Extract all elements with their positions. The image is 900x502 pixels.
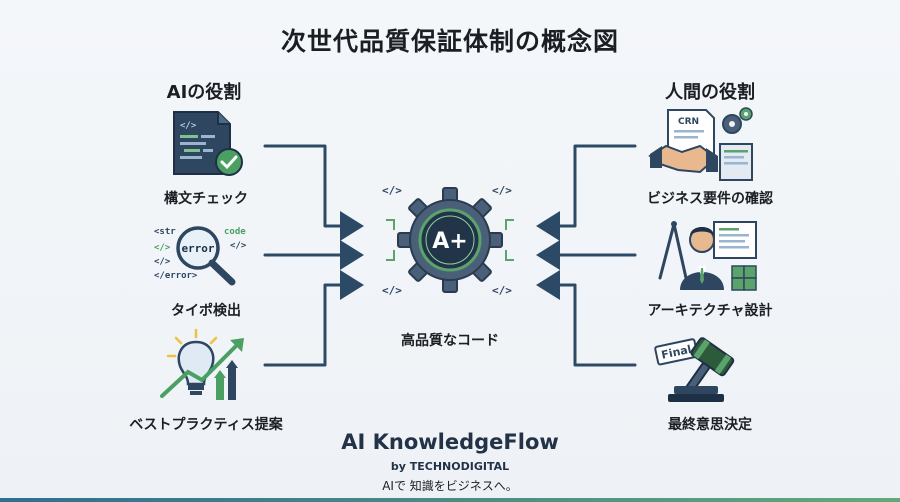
typo-code-token-5: </> <box>154 243 171 253</box>
arrow-syntax-to-center <box>263 144 364 241</box>
gavel-final-icon: Final <box>654 337 735 402</box>
page-title: 次世代品質保証体制の概念図 <box>280 27 619 56</box>
brand-logo-text: AI KnowledgeFlow <box>341 430 559 454</box>
magnifier-error-icon: <str code </> </> </> </error> error <box>154 226 247 286</box>
typo-code-token-7: </error> <box>154 271 198 281</box>
ai-item-syntax-check-label: 構文チェック <box>164 191 248 207</box>
center-label: 高品質なコード <box>401 333 499 349</box>
gear-quality-icon: </> </> </> </> A+ <box>382 184 514 297</box>
handshake-document-icon: CRN <box>648 107 753 181</box>
quality-badge-text: A+ <box>432 229 467 254</box>
ai-item-typo-detection-label: タイポ検出 <box>171 303 241 319</box>
code-document-check-icon: </> <box>173 111 243 176</box>
typo-code-token-2: code <box>224 227 246 237</box>
typo-error-word: error <box>181 242 214 255</box>
arrow-bestpractice-to-center <box>263 270 364 367</box>
human-item-final-decision-label: 最終意思決定 <box>668 417 752 433</box>
architect-compass-icon <box>658 221 757 291</box>
arrow-business-to-center <box>536 144 637 241</box>
typo-code-token-1: <str <box>154 227 176 237</box>
center-code-tag-4: </> <box>492 284 512 297</box>
center-code-tag-2: </> <box>492 184 512 197</box>
final-stamp-text: Final <box>660 343 692 362</box>
human-item-business-requirements-label: ビジネス要件の確認 <box>647 191 773 207</box>
crn-doc-text: CRN <box>678 117 699 127</box>
center-quality-gear: </> </> </> </> A+ <box>380 180 520 300</box>
center-code-tag-1: </> <box>382 184 402 197</box>
human-item-architecture-label: アーキテクチャ設計 <box>647 303 773 319</box>
ai-column-heading: AIの役割 <box>166 82 242 103</box>
svg-text:</>: </> <box>180 121 197 131</box>
typo-code-token-4: </> <box>230 241 247 251</box>
center-code-tag-3: </> <box>382 284 402 297</box>
arrow-decision-to-center <box>536 270 637 367</box>
human-column-heading: 人間の役割 <box>665 82 755 103</box>
bottom-accent-bar <box>0 498 900 502</box>
brand-tagline: AIで 知識をビジネスへ。 <box>382 479 518 493</box>
lightbulb-growth-icon <box>160 328 244 400</box>
brand-byline: by TECHNODIGITAL <box>390 460 510 473</box>
ai-item-best-practice-label: ベストプラクティス提案 <box>129 417 283 433</box>
typo-code-token-6: </> <box>154 257 171 267</box>
